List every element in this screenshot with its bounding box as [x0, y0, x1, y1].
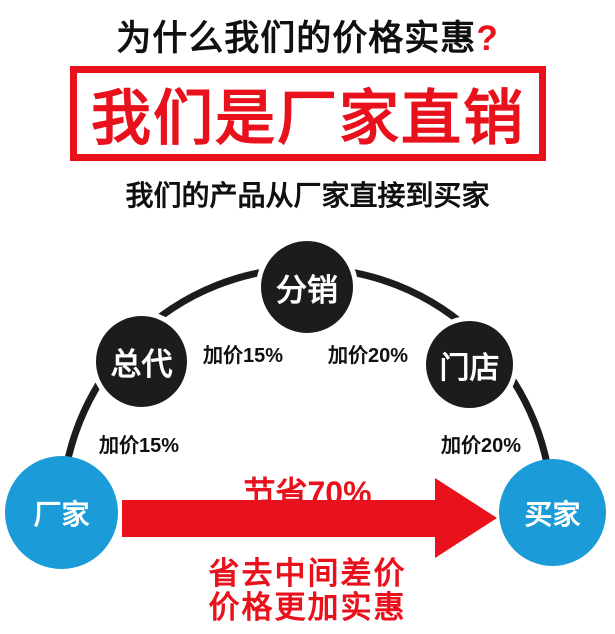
node-distribution: 分销: [256, 236, 358, 338]
markup-label-bottom-right: 加价20%: [440, 435, 522, 457]
node-store-label: 门店: [439, 351, 500, 385]
banner-box: 我们是厂家直销: [70, 66, 546, 161]
markup-label-top-left: 加价15%: [202, 345, 284, 367]
title-text: 为什么我们的价格实惠: [116, 19, 477, 58]
savings-arrow-label: 节省70%: [243, 475, 372, 511]
subtitle: 我们的产品从厂家直接到买家: [125, 180, 490, 211]
footer-line-1: 省去中间差价: [208, 556, 407, 591]
node-general-agent-label: 总代: [110, 347, 173, 382]
node-general-agent: 总代: [91, 311, 192, 412]
node-store: 门店: [421, 316, 518, 413]
node-distribution-label: 分销: [276, 272, 338, 308]
banner-text: 我们是厂家直销: [91, 85, 525, 152]
footer-line-2: 价格更加实惠: [208, 590, 407, 625]
markup-label-bottom-left: 加价15%: [98, 435, 180, 457]
title-question-mark: ?: [476, 19, 499, 58]
page-title: 为什么我们的价格实惠?: [0, 10, 615, 61]
markup-label-top-right: 加价20%: [327, 345, 409, 367]
